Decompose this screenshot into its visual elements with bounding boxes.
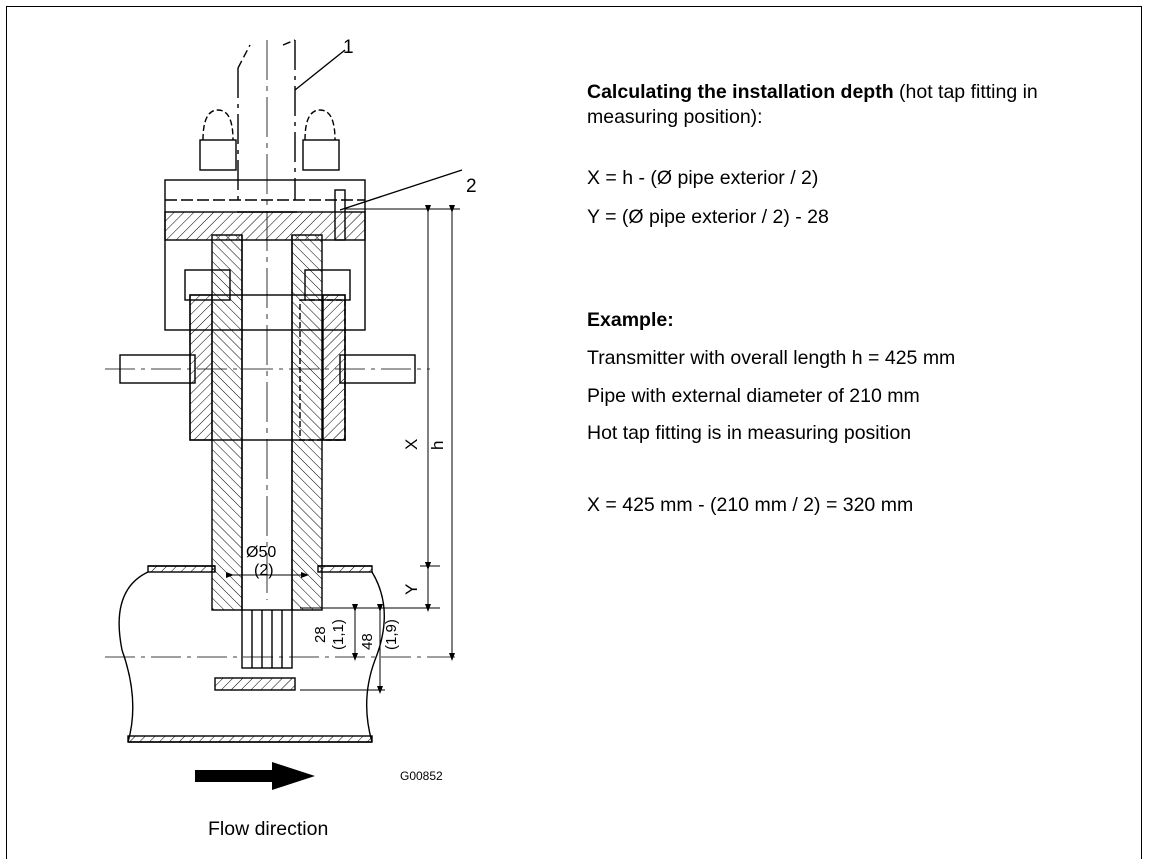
transmitter-shaft	[237, 39, 296, 600]
dimension-28-label: 28	[312, 626, 329, 643]
dimension-x-label: X	[402, 439, 421, 450]
dimension-lines	[226, 205, 460, 694]
leader-2	[339, 169, 463, 211]
heading-rest: (hot tap fitting in measuring position):	[587, 81, 1038, 128]
guide-body	[184, 269, 351, 441]
formula-x: X = h - (Ø pipe exterior / 2)	[587, 167, 819, 189]
item-label-2: 2	[466, 176, 477, 197]
top-bolts	[202, 109, 336, 141]
flow-caption: Flow direction	[208, 818, 329, 840]
example-title: Example:	[587, 309, 674, 331]
heading-bold: Calculating the installation depth	[587, 81, 894, 103]
formula-y: Y = (Ø pipe exterior / 2) - 28	[587, 206, 829, 228]
drawing-frame	[6, 6, 1142, 859]
dimension-y-label: Y	[402, 584, 421, 595]
dimension-h-label: h	[428, 441, 447, 450]
dimension-48-label: 48	[359, 633, 376, 650]
example-line-3: Hot tap fitting is in measuring position	[587, 422, 912, 444]
result-formula: X = 425 mm - (210 mm / 2) = 320 mm	[587, 494, 914, 516]
side-handles	[105, 354, 430, 384]
diameter-inch-label: (2)	[254, 562, 274, 579]
leader-1	[294, 49, 346, 91]
dimension-28-inch-label: (1,1)	[330, 619, 347, 650]
fitting-housing	[164, 179, 366, 331]
sensor-tip	[214, 609, 296, 691]
example-line-1: Transmitter with overall length h = 425 …	[587, 347, 956, 369]
heading: Calculating the installation depth (hot …	[587, 80, 1127, 130]
flow-arrow	[195, 762, 315, 790]
dimension-48-inch-label: (1,9)	[383, 619, 400, 650]
drawing-code: G00852	[400, 769, 443, 783]
pipe	[105, 565, 455, 743]
item-label-1: 1	[343, 37, 354, 58]
inner-tube	[211, 211, 323, 611]
example-line-2: Pipe with external diameter of 210 mm	[587, 385, 920, 407]
diameter-label: Ø50	[246, 544, 276, 561]
